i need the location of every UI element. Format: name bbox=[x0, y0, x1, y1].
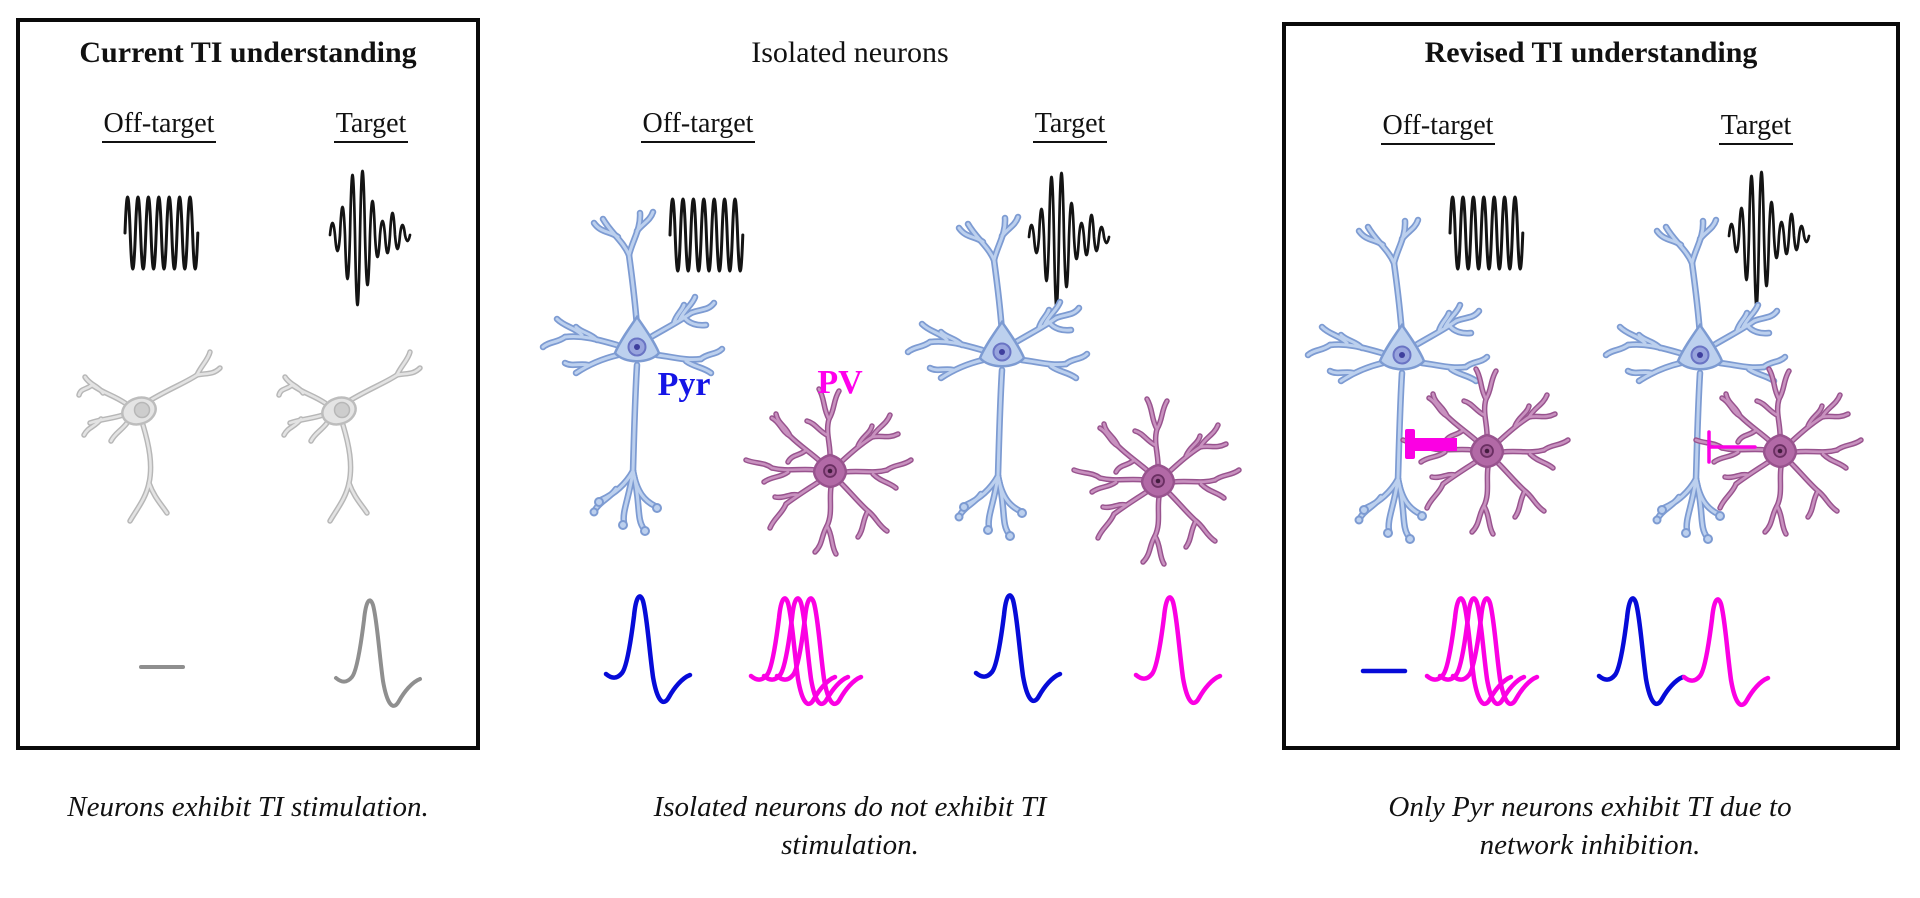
pyramidal-neuron-off-target bbox=[538, 207, 738, 536]
action-potential-spike-gray bbox=[334, 598, 422, 708]
pv-spike-burst-magenta bbox=[748, 584, 862, 726]
pv-interneuron-target bbox=[1685, 353, 1875, 543]
pv-interneuron-off-target bbox=[735, 373, 925, 563]
column-header-off-target: Off-target bbox=[1358, 110, 1518, 145]
caption-isolated-neurons: Isolated neurons do not exhibit TI stimu… bbox=[653, 791, 1047, 862]
pyr-no-response-flat-line-blue bbox=[1360, 668, 1408, 674]
column-header-target: Target bbox=[1020, 108, 1120, 143]
pyramidal-neuron-target bbox=[1601, 215, 1801, 544]
column-header-target: Target bbox=[321, 108, 421, 143]
panel-title: Isolated neurons bbox=[751, 36, 949, 69]
modulated-ti-wave-icon bbox=[328, 169, 412, 307]
column-header-off-target: Off-target bbox=[618, 108, 778, 143]
pv-interneuron-target bbox=[1063, 383, 1253, 573]
weak-inhibition-tbar-icon bbox=[1707, 430, 1757, 464]
panel-revised-ti: Revised TI understanding Off-target Targ… bbox=[1282, 22, 1900, 750]
panel-title: Current TI understanding bbox=[79, 36, 417, 69]
column-header-target: Target bbox=[1706, 110, 1806, 145]
pyramidal-neuron-target bbox=[903, 212, 1103, 541]
panel-current-ti: Current TI understanding Off-target Targ… bbox=[16, 18, 480, 750]
no-response-flat-line bbox=[139, 665, 185, 669]
pv-label: PV bbox=[817, 364, 863, 401]
pyramidal-neuron-off-target bbox=[1303, 215, 1503, 544]
pyr-single-spike-blue bbox=[1596, 584, 1686, 724]
generic-neuron-gray-target bbox=[277, 347, 427, 532]
caption-revised-ti: Only Pyr neurons exhibit TI due to netwo… bbox=[1388, 791, 1792, 862]
column-header-off-target: Off-target bbox=[79, 108, 239, 143]
pv-single-spike-magenta bbox=[1681, 585, 1771, 725]
pv-single-spike-magenta bbox=[1133, 583, 1223, 723]
panel-isolated-neurons: Isolated neurons Off-target Target Pyr P… bbox=[480, 0, 1290, 760]
pv-spike-burst-magenta bbox=[1424, 584, 1538, 726]
pyr-single-spike-blue bbox=[973, 581, 1063, 721]
strong-inhibition-tbar-icon bbox=[1405, 429, 1457, 459]
pyr-label: Pyr bbox=[657, 366, 711, 403]
pv-interneuron-off-target bbox=[1392, 353, 1582, 543]
panel-title: Revised TI understanding bbox=[1424, 36, 1758, 69]
unmodulated-sine-wave-icon bbox=[123, 195, 200, 271]
generic-neuron-gray-off-target bbox=[77, 347, 227, 532]
caption-current-ti: Neurons exhibit TI stimulation. bbox=[67, 791, 429, 823]
pyr-single-spike-blue bbox=[603, 582, 693, 722]
